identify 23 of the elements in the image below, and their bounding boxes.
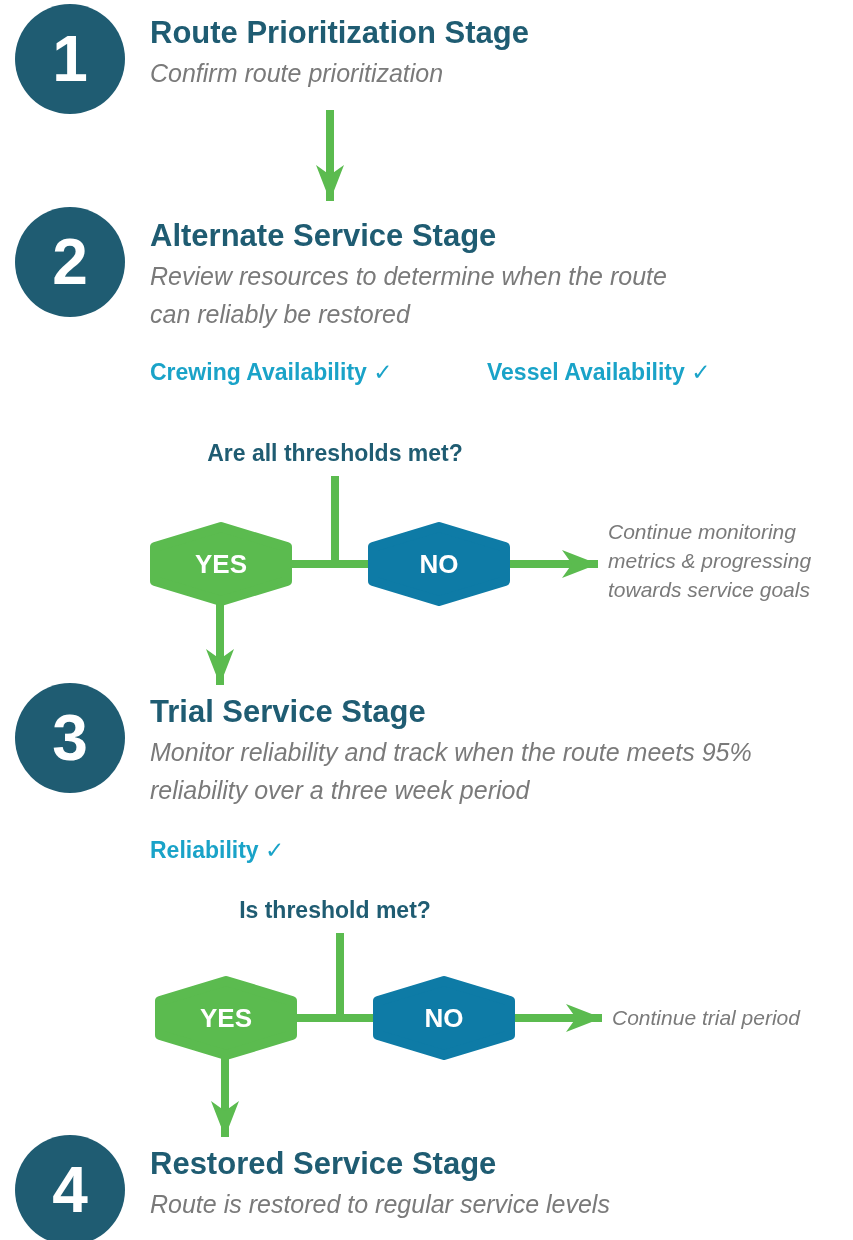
- outcome-note: Continue monitoring metrics & progressing towards service goals: [608, 517, 853, 607]
- no-decision-hexagon: NO: [373, 976, 515, 1060]
- step-number-badge: 1: [15, 4, 125, 114]
- yes-decision-hexagon: YES: [155, 976, 297, 1060]
- criteria-label: Crewing Availability ✓: [150, 358, 393, 387]
- stage-heading: Trial Service Stage: [150, 693, 427, 731]
- yes-decision-hexagon: YES: [150, 522, 292, 606]
- step-number-badge: 2: [15, 207, 125, 317]
- step-number-badge: 3: [15, 683, 125, 793]
- criteria-label: Reliability ✓: [150, 836, 285, 865]
- stage-description: Monitor reliability and track when the route meets 95% reliability over a three week period: [150, 737, 753, 806]
- stage-description: Review resources to determine when the route can reliably be restored: [150, 261, 668, 330]
- stage-heading: Route Prioritization Stage: [150, 14, 530, 52]
- step-number-badge: 4: [15, 1135, 125, 1240]
- stage-heading: Alternate Service Stage: [150, 217, 498, 255]
- decision-question: Are all thresholds met?: [170, 438, 500, 472]
- decision-question: Is threshold met?: [215, 895, 455, 929]
- stage-description: Route is restored to regular service levels: [150, 1189, 611, 1220]
- stage-description: Confirm route prioritization: [150, 58, 445, 89]
- criteria-label: Vessel Availability ✓: [487, 358, 711, 387]
- outcome-note: Continue trial period: [612, 1003, 852, 1035]
- no-decision-hexagon: NO: [368, 522, 510, 606]
- stage-heading: Restored Service Stage: [150, 1145, 498, 1183]
